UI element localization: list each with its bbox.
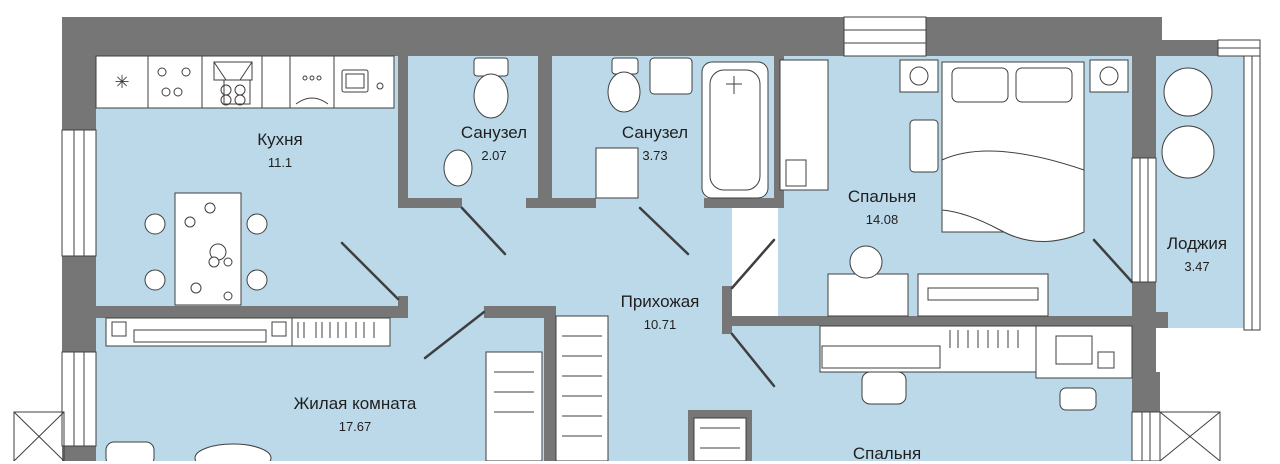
furniture: ✳ bbox=[95, 55, 1215, 461]
kitchen-label: Кухня 11.1 bbox=[257, 130, 303, 172]
window-bedroom2 bbox=[1131, 411, 1161, 461]
wall-bath-mid bbox=[538, 56, 552, 208]
bedroom2-name: Спальня bbox=[852, 444, 922, 463]
wall-left-mid bbox=[62, 256, 96, 352]
bath1-label: Санузел 2.07 bbox=[461, 123, 527, 165]
bedroom1-label: Спальня 14.08 bbox=[848, 187, 916, 229]
loggia-label: Лоджия 3.47 bbox=[1167, 234, 1227, 276]
bedroom1-name: Спальня bbox=[847, 187, 917, 206]
window-top bbox=[843, 16, 927, 57]
door-bedroom2 bbox=[730, 332, 776, 388]
wall-kitchen-stub bbox=[398, 296, 408, 318]
wall-kitchen-living bbox=[96, 306, 406, 318]
door-swings bbox=[340, 206, 1134, 388]
window-kitchen bbox=[61, 129, 97, 257]
bath1-floor bbox=[402, 56, 540, 206]
wall-loggia-bottom bbox=[1156, 312, 1168, 328]
wall-bath1-left bbox=[398, 56, 408, 206]
door-loggia bbox=[1092, 238, 1134, 284]
wall-hall-stub bbox=[722, 286, 732, 334]
bath1-name: Санузел bbox=[460, 123, 528, 142]
living-area: 17.67 bbox=[338, 419, 372, 434]
wall-bath2-bottom bbox=[704, 198, 784, 208]
window-living bbox=[61, 351, 97, 447]
wall-loggia-upper bbox=[1132, 40, 1156, 158]
hall-name: Прихожая bbox=[620, 292, 700, 311]
wall-bath1-bottom bbox=[398, 198, 462, 208]
wall-top-left bbox=[62, 17, 844, 56]
kitchen-name: Кухня bbox=[257, 130, 303, 149]
bath2-label: Санузел 3.73 bbox=[622, 123, 688, 165]
kitchen-area: 11.1 bbox=[267, 155, 293, 170]
living-name: Жилая комната bbox=[293, 394, 417, 413]
loggia-name: Лоджия bbox=[1166, 234, 1228, 253]
wall-living-hall bbox=[484, 306, 556, 318]
wall-top-right bbox=[926, 17, 1162, 56]
bath2-area: 3.73 bbox=[642, 148, 668, 163]
svg-text:✳: ✳ bbox=[114, 72, 129, 93]
balconies bbox=[13, 411, 1221, 461]
wall-left-lower bbox=[62, 446, 96, 461]
wall-left-upper bbox=[62, 17, 96, 130]
wall-bath-mid-bottom bbox=[526, 198, 596, 208]
door-bath2 bbox=[638, 206, 690, 256]
wall-bedrooms bbox=[722, 316, 1132, 326]
loggia-area: 3.47 bbox=[1184, 259, 1210, 274]
door-bedroom1 bbox=[730, 238, 776, 290]
wall-bath2-right bbox=[774, 56, 784, 206]
wardrobe-left bbox=[485, 351, 543, 461]
bath2-name: Санузел bbox=[621, 123, 689, 142]
bedroom1-area: 14.08 bbox=[865, 212, 899, 227]
bath1-area: 2.07 bbox=[481, 148, 507, 163]
bedroom2-label: Спальня bbox=[853, 444, 921, 464]
wardrobe-right bbox=[555, 315, 609, 461]
door-living bbox=[423, 310, 486, 360]
window-bedroom-loggia bbox=[1131, 157, 1157, 283]
closet-interior bbox=[693, 417, 747, 461]
hall-area: 10.71 bbox=[643, 317, 677, 332]
door-kitchen bbox=[340, 241, 400, 301]
wall-right-lower bbox=[1132, 372, 1160, 412]
hall-label: Прихожая 10.71 bbox=[621, 292, 700, 334]
door-bath1 bbox=[460, 206, 507, 256]
wall-loggia-lower bbox=[1132, 282, 1156, 372]
wall-living-hall-v bbox=[544, 306, 556, 461]
windows bbox=[61, 16, 1161, 461]
living-label: Жилая комната 17.67 bbox=[294, 394, 417, 436]
loggia-glazing bbox=[1217, 39, 1261, 331]
